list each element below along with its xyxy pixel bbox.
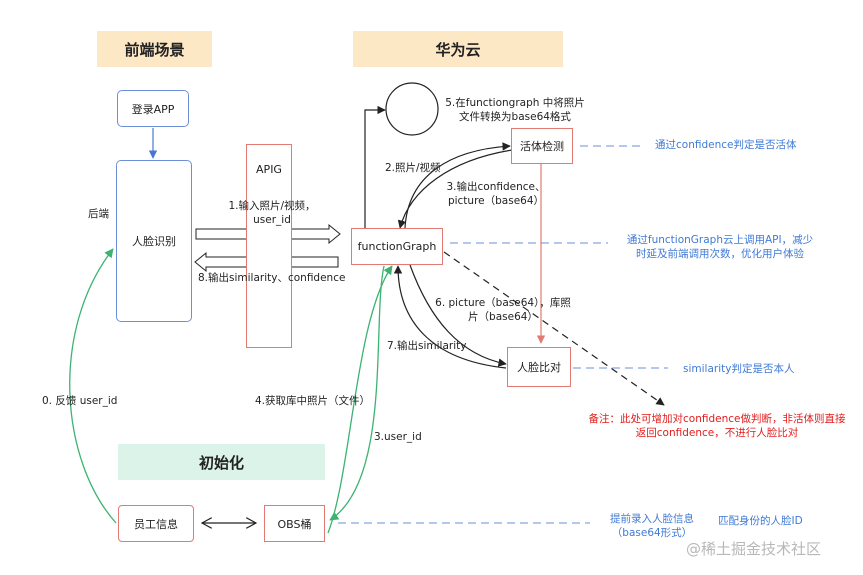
node-employee-info: 员工信息 (118, 505, 194, 542)
note-match: 匹配身份的人脸ID (718, 515, 803, 527)
label-step6: 6. picture（base64），库照片（base64） (435, 297, 571, 323)
note-confidence-liveness: 通过confidence判定是否活体 (655, 139, 797, 151)
label-step0: 0. 反馈 user_id (42, 395, 118, 407)
node-face-compare: 人脸比对 (507, 347, 571, 387)
node-login-app: 登录APP (117, 90, 189, 127)
edge-step2 (404, 142, 511, 229)
label-step4: 4.获取库中照片（文件） (255, 395, 371, 407)
node-face-recognition: 人脸识别 (116, 160, 192, 322)
header-frontend: 前端场景 (97, 31, 212, 67)
label-step5: 5.在functiongraph 中将照片文件转换为base64格式 (445, 97, 585, 123)
header-init: 初始化 (118, 444, 325, 480)
edge-step5-loop (364, 105, 386, 228)
edge-step6 (409, 264, 507, 367)
edge-step3-user-green (329, 265, 385, 521)
header-cloud: 华为云 (353, 31, 563, 67)
note-preentry: 提前录入人脸信息（base64形式） (610, 513, 694, 539)
label-step3-user: 3.user_id (374, 431, 422, 443)
label-step2: 2.照片/视频 (385, 162, 441, 174)
node-function-graph: functionGraph (351, 228, 443, 265)
note-api: 通过functionGraph云上调用API，减少时延及前端调用次数，优化用户体… (626, 234, 814, 260)
note-similarity: similarity判定是否本人 (683, 363, 795, 375)
edge-step7 (393, 265, 507, 369)
node-liveness: 活体检测 (511, 128, 573, 164)
edge-step0-green (69, 248, 117, 524)
edge-step4-green (327, 265, 393, 534)
node-apig: APIG (246, 144, 292, 348)
note-remark: 备注：此处可增加对confidence做判断，非活体则直接返回confidenc… (588, 413, 846, 439)
node-obs-bucket: OBS桶 (264, 505, 325, 542)
edge-step3 (397, 149, 513, 229)
label-step1: 1.输入照片/视频，user_id (228, 200, 316, 226)
label-step8: 8.输出similarity、confidence (198, 272, 346, 284)
loop-circle (385, 82, 439, 136)
edge-remark-dashed (443, 251, 665, 406)
label-backend: 后端 (88, 208, 109, 220)
label-step7: 7.输出similarity (387, 340, 467, 352)
label-step3: 3.输出confidence、picture（base64） (446, 181, 546, 207)
watermark: @稀土掘金技术社区 (686, 540, 822, 558)
